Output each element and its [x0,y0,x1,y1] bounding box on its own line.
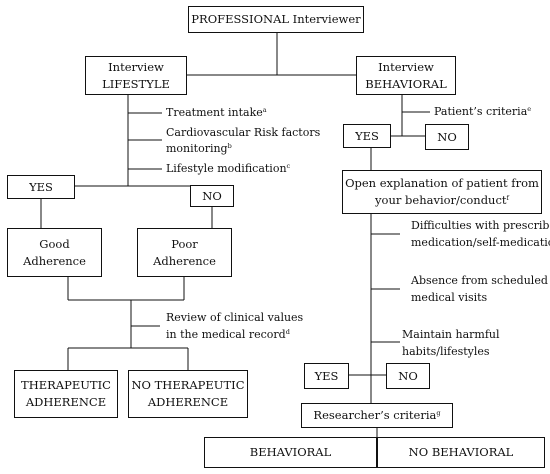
no-behavioral-outcome-box: NO BEHAVIORAL [377,437,545,468]
absence-visits-line1: Absence from scheduled [411,274,548,287]
no-therapeutic-adherence-line1: NO THERAPEUTIC [131,378,245,392]
behavioral-outcome-label: BEHAVIORAL [249,445,332,459]
behavioral-no2-box: NO [386,363,430,389]
interview-lifestyle-box: Interview LIFESTYLE [85,56,187,95]
review-clinical-values-line2: in the medical recordd [166,328,290,341]
behavioral-yes-label: YES [355,128,379,143]
behavioral-no2-label: NO [398,368,418,383]
treatment-intake-label: Treatment intakea [166,106,267,119]
review-clinical-values-line1: Review of clinical values [166,311,304,324]
professional-interviewer-label: PROFESSIONAL Interviewer [191,12,361,26]
researcher-criteria-box: Researcher’s criteriag [301,403,453,428]
harmful-habits-line2: habits/lifestyles [402,345,490,358]
behavioral-no-box: NO [425,124,469,150]
good-adherence-line2: Adherence [23,253,86,268]
lifestyle-modification-label: Lifestyle modificationc [166,162,291,175]
absence-visits-line2: medical visits [411,291,488,304]
no-behavioral-outcome-label: NO BEHAVIORAL [408,445,514,459]
lifestyle-yes-label: YES [29,179,53,194]
behavioral-outcome-box: BEHAVIORAL [204,437,377,468]
cardiovascular-risk-label-line2: monitoringb [166,142,232,155]
lifestyle-yes-box: YES [7,175,75,199]
cardiovascular-risk-label-line1: Cardiovascular Risk factors [166,126,321,139]
behavioral-yes2-box: YES [304,363,349,389]
interview-behavioral-line1: Interview [378,59,434,74]
open-explanation-box: Open explanation of patient from your be… [342,170,542,214]
good-adherence-box: Good Adherence [7,228,102,277]
behavioral-yes2-label: YES [314,368,339,383]
good-adherence-line1: Good [39,236,70,251]
open-explanation-line1: Open explanation of patient from [345,176,539,190]
therapeutic-adherence-line1: THERAPEUTIC [21,378,111,392]
researcher-criteria-label: Researcher’s criteriag [313,408,441,422]
lifestyle-no-label: NO [202,188,222,203]
no-therapeutic-adherence-line2: ADHERENCE [147,395,229,409]
difficulties-medication-line1: Difficulties with prescribed [411,219,550,232]
professional-interviewer-box: PROFESSIONAL Interviewer [188,6,364,33]
interview-behavioral-line2: BEHAVIORAL [365,76,447,91]
no-therapeutic-adherence-box: NO THERAPEUTIC ADHERENCE [128,370,248,418]
patient-criteria-label: Patient’s criteriae [434,105,532,118]
interview-behavioral-box: Interview BEHAVIORAL [356,56,456,95]
harmful-habits-line1: Maintain harmful [402,328,500,341]
interview-lifestyle-line1: Interview [108,59,164,74]
behavioral-yes-box: YES [343,124,391,148]
interview-lifestyle-line2: LIFESTYLE [102,76,170,91]
poor-adherence-box: Poor Adherence [137,228,232,277]
poor-adherence-line1: Poor [171,236,198,251]
therapeutic-adherence-box: THERAPEUTIC ADHERENCE [14,370,118,418]
poor-adherence-line2: Adherence [153,253,216,268]
behavioral-no-label: NO [437,129,457,144]
therapeutic-adherence-line2: ADHERENCE [25,395,107,409]
lifestyle-no-box: NO [190,185,234,207]
difficulties-medication-line2: medication/self-medication [411,236,550,249]
open-explanation-line2: your behavior/conductf [375,193,509,207]
